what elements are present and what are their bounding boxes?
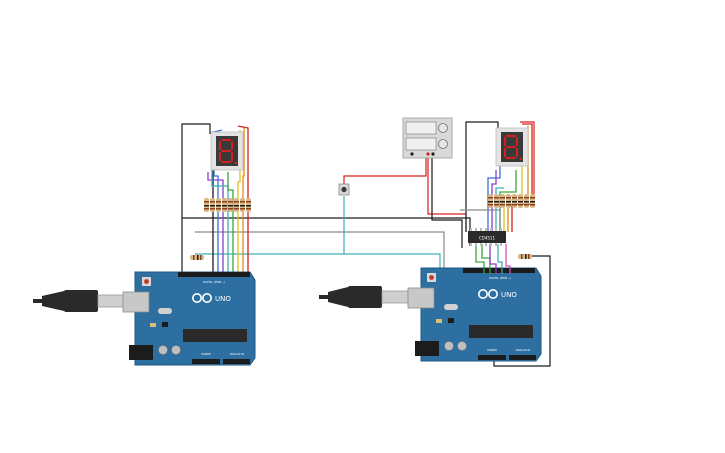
pushbutton-icon[interactable] [338,183,350,196]
digital-header-label: DIGITAL (PWM ~) [203,280,225,284]
resistor[interactable] [210,198,215,212]
resistor[interactable] [216,198,221,212]
power-supply-icon[interactable] [402,117,453,159]
right-resistor-array [488,194,535,259]
resistor[interactable] [240,198,245,212]
usb-cable-icon[interactable] [319,286,409,308]
left-resistor-array [190,198,251,260]
wire-chip-board-2[interactable] [481,244,491,272]
board-logo-text: UNO [215,295,231,303]
ic-chip-icon[interactable]: CD4511 [468,228,506,246]
resistor[interactable] [524,194,529,208]
wire-r-seg-2[interactable] [491,170,497,232]
wire-chip-board-1[interactable] [475,244,485,272]
seven-segment-display-icon[interactable] [210,131,244,171]
wire-seg-c[interactable] [207,172,224,272]
resistor[interactable] [246,198,251,212]
arduino-board-left[interactable]: UNO DIGITAL (PWM ~) POWER ANALOG IN [122,271,256,366]
header-wire-ends [483,268,511,274]
arduino-board-right[interactable]: UNO DIGITAL (PWM ~) POWER ANALOG IN [407,267,542,362]
resistor[interactable] [488,194,493,208]
wire-right-display-gnd[interactable] [465,121,499,232]
resistor[interactable] [518,254,532,259]
arduino-logo-icon [192,292,213,303]
chip-label: CD4511 [479,236,496,241]
wire-chip-gray[interactable] [460,209,501,226]
wire-r-seg-3[interactable] [495,187,504,232]
resistor[interactable] [228,198,233,212]
wire-red-button[interactable] [343,158,427,186]
power-header-label: POWER [487,348,497,352]
wire-black-supply[interactable] [431,158,463,248]
analog-header-label: ANALOG IN [516,348,530,352]
resistor[interactable] [234,198,239,212]
board-logo-text: UNO [501,291,517,299]
resistor[interactable] [506,194,511,208]
resistor[interactable] [494,194,499,208]
wire-seg-e[interactable] [227,172,234,272]
resistor[interactable] [530,194,535,208]
wire-seg-d[interactable] [211,170,229,272]
analog-header-label: ANALOG IN [230,352,244,356]
resistor[interactable] [204,198,209,212]
usb-cable-icon[interactable] [33,290,125,312]
power-header-label: POWER [201,352,211,356]
wire-chip-board-4[interactable] [497,244,503,272]
arduino-logo-icon [477,288,498,299]
wire-teal-link[interactable] [195,196,441,268]
resistor[interactable] [500,194,505,208]
wire-gray-bus[interactable] [195,231,445,268]
resistor[interactable] [518,194,523,208]
resistor[interactable] [512,194,517,208]
resistor[interactable] [222,198,227,212]
seven-segment-display-icon[interactable] [495,127,529,167]
wire-seg-g[interactable] [242,128,245,272]
digital-header-label: DIGITAL (PWM ~) [489,276,511,280]
resistor[interactable] [190,255,204,260]
wire-right-red-loop[interactable] [520,121,535,196]
wire-seg-dp[interactable] [237,125,249,272]
wire-red-supply[interactable] [427,158,467,232]
wire-left-display-gnd[interactable] [181,123,211,272]
